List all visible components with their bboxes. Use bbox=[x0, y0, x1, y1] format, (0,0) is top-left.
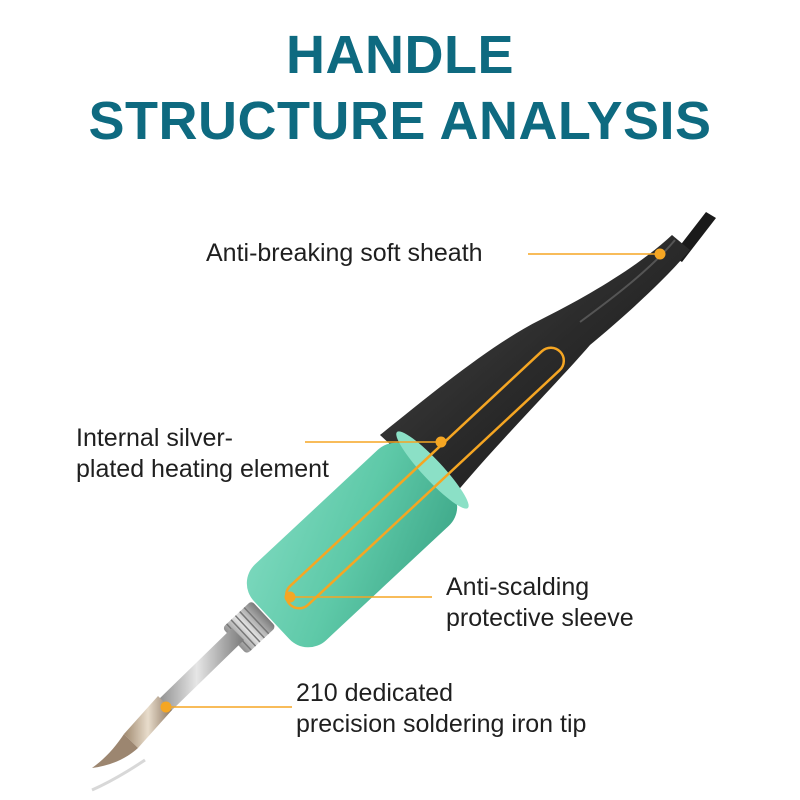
label-tip-line-2: precision soldering iron tip bbox=[296, 710, 587, 738]
soldering-tip bbox=[92, 696, 172, 768]
label-sheath-text: Anti-breaking soft sheath bbox=[206, 239, 483, 267]
callout-dot bbox=[435, 436, 447, 448]
page-title: HANDLE STRUCTURE ANALYSIS bbox=[0, 22, 800, 154]
label-heating-element: Internal silver- plated heating element bbox=[76, 423, 329, 485]
callout-dot bbox=[654, 248, 666, 260]
label-heating-line-2: plated heating element bbox=[76, 455, 329, 483]
label-sleeve-line-1: Anti-scalding bbox=[446, 573, 590, 601]
callout-heating bbox=[305, 436, 447, 448]
label-heating-line-1: Internal silver- bbox=[76, 424, 233, 452]
label-tip: 210 dedicated precision soldering iron t… bbox=[296, 678, 586, 740]
callout-sleeve bbox=[284, 591, 432, 603]
reflection bbox=[91, 758, 146, 792]
label-sleeve: Anti-scalding protective sleeve bbox=[446, 572, 634, 634]
title-line-1: HANDLE bbox=[286, 25, 514, 85]
heating-element-outline bbox=[284, 346, 566, 610]
callout-tip bbox=[160, 701, 292, 713]
handle-body bbox=[380, 235, 690, 500]
label-sheath: Anti-breaking soft sheath bbox=[206, 238, 483, 269]
callout-sheath bbox=[528, 248, 666, 260]
protective-sleeve bbox=[246, 431, 469, 648]
label-sleeve-line-2: protective sleeve bbox=[446, 604, 634, 632]
metal-shaft bbox=[158, 628, 244, 712]
label-tip-line-1: 210 dedicated bbox=[296, 679, 454, 707]
title-line-2: STRUCTURE ANALYSIS bbox=[88, 91, 712, 151]
callout-dot bbox=[284, 591, 296, 603]
callout-dot bbox=[160, 701, 172, 713]
